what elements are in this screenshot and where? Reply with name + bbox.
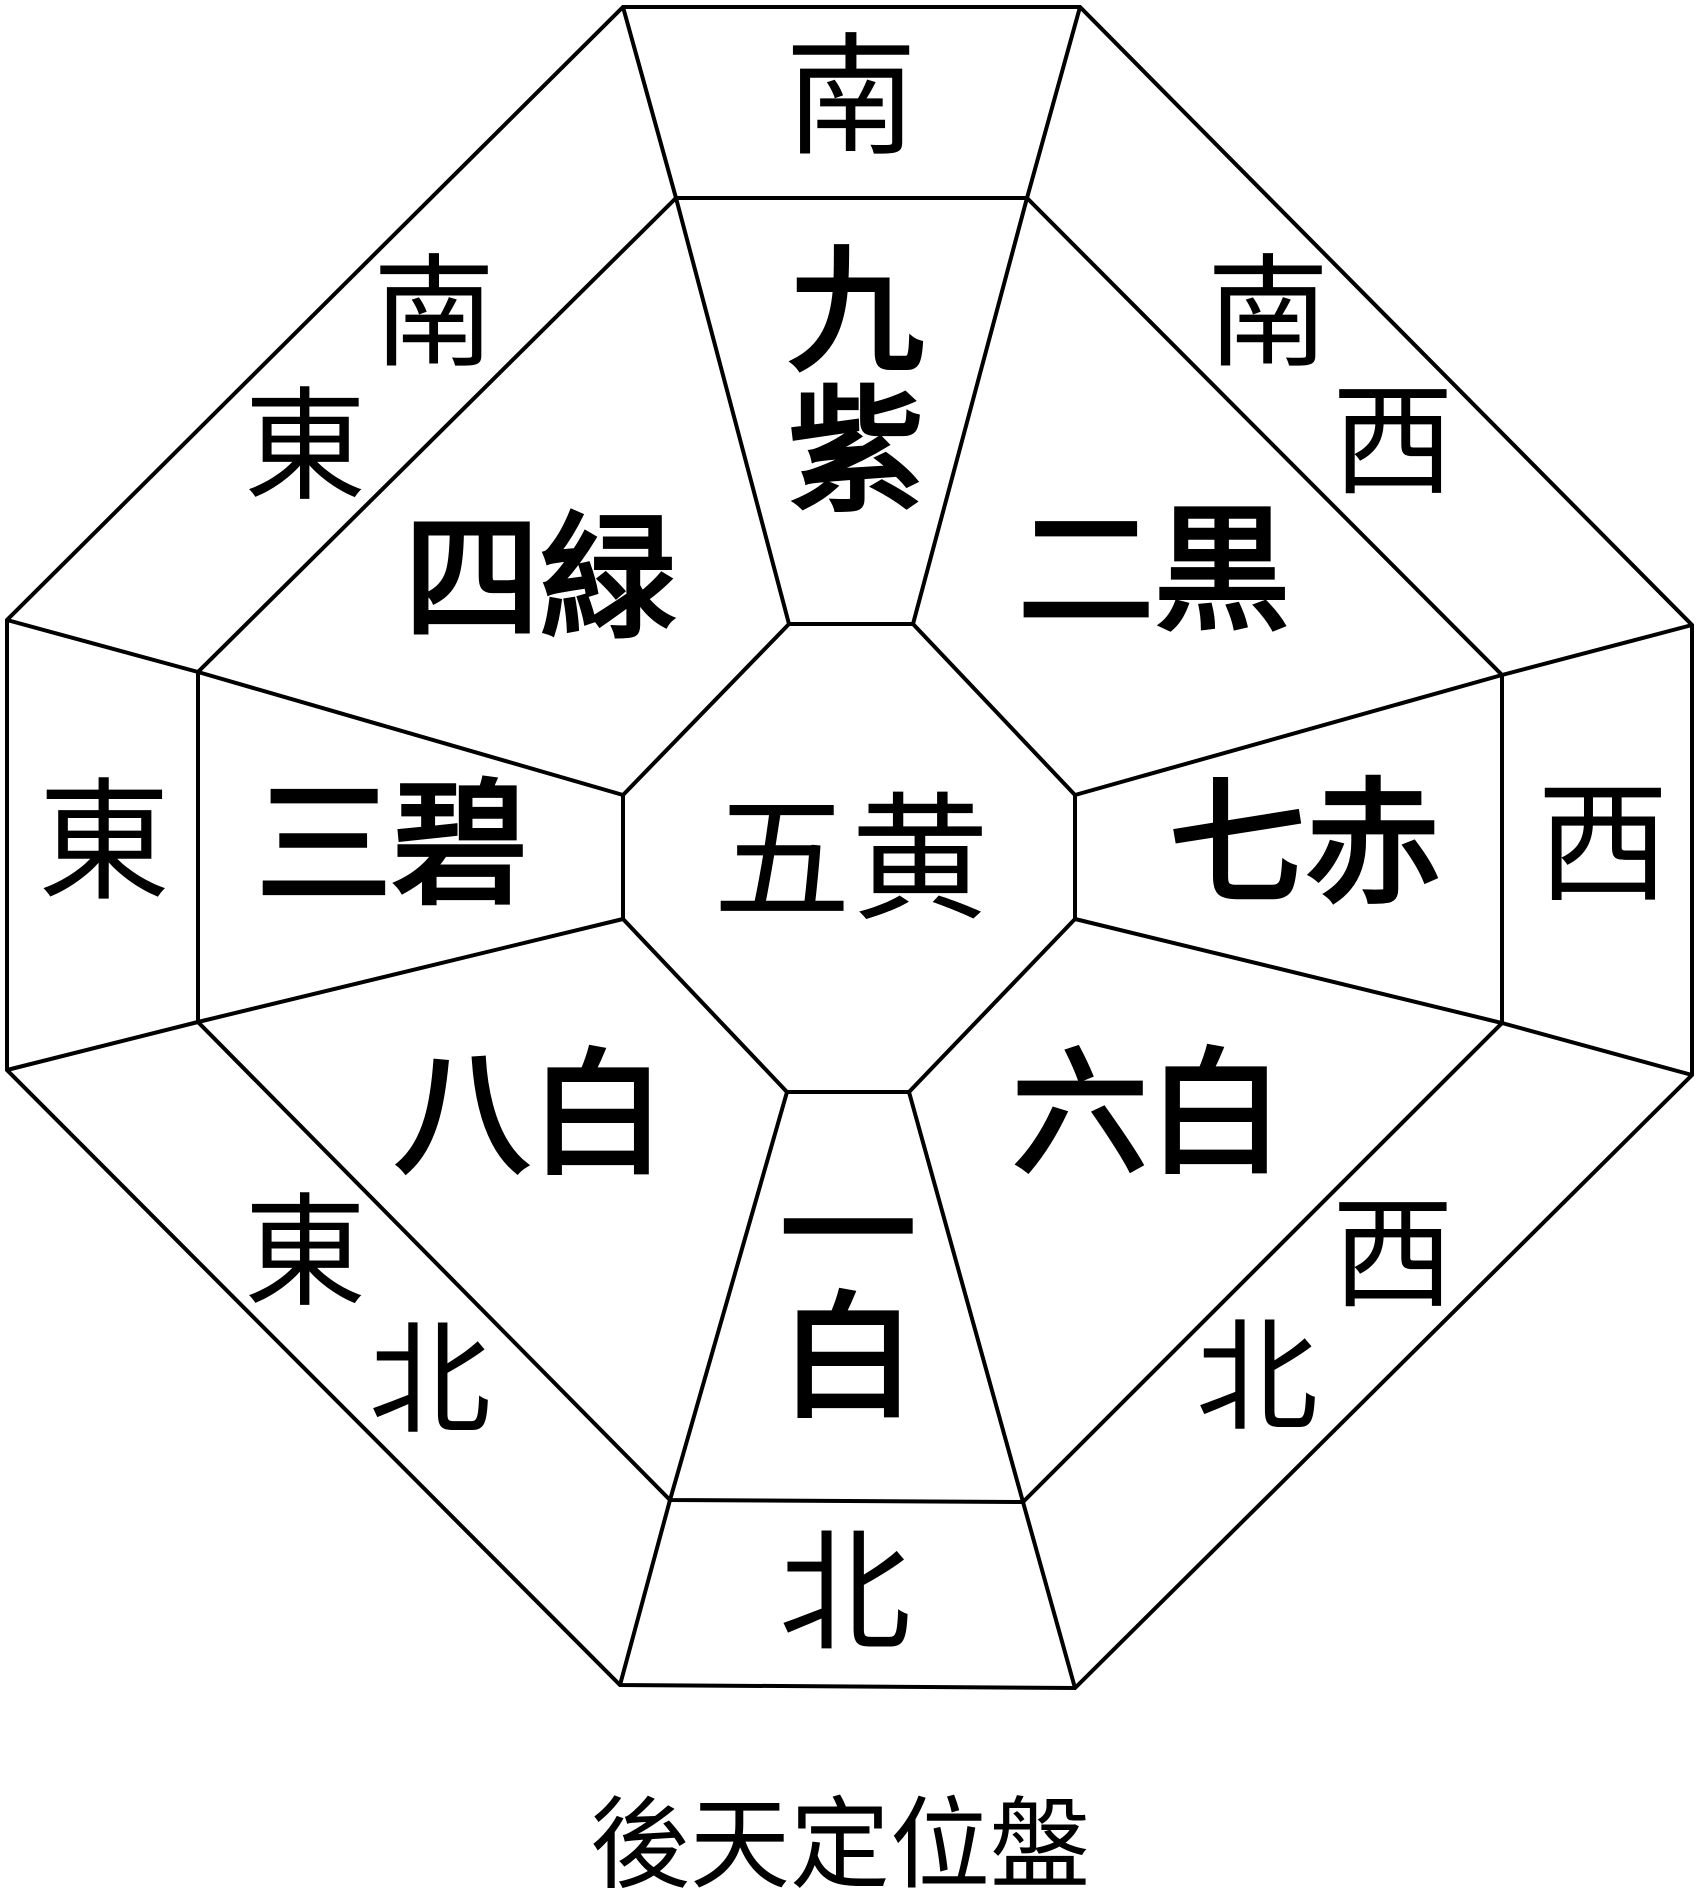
diagram-caption: 後天定位盤 — [590, 1787, 1090, 1892]
star-northwest: 六白 — [1012, 1034, 1284, 1194]
direction-southwest-south: 南 — [1207, 243, 1329, 385]
star-north-color: 白 — [780, 1278, 916, 1438]
direction-northwest-north: 北 — [1196, 1307, 1318, 1449]
direction-northwest-west: 西 — [1332, 1184, 1454, 1326]
radial-dividers — [6, 6, 1693, 1689]
star-southeast: 四緑 — [404, 499, 677, 659]
direction-northeast-east: 東 — [244, 1182, 366, 1324]
star-west: 七赤 — [1169, 764, 1441, 924]
star-northeast: 八白 — [394, 1035, 666, 1195]
direction-east: 東 — [38, 766, 170, 920]
direction-southeast-south: 南 — [373, 243, 495, 385]
direction-south: 南 — [785, 21, 917, 175]
direction-southwest-west: 西 — [1332, 371, 1454, 513]
center-octagon — [621, 622, 1077, 1094]
direction-west: 西 — [1537, 768, 1669, 922]
star-south-color: 紫 — [788, 372, 924, 532]
star-southwest: 二黒 — [1018, 491, 1290, 651]
star-east: 三碧 — [256, 765, 528, 925]
star-center: 五黄 — [713, 780, 989, 941]
direction-north: 北 — [779, 1517, 911, 1671]
direction-southeast-east: 東 — [244, 376, 366, 518]
direction-northeast-north: 北 — [369, 1310, 491, 1452]
star-north-number: 一 — [780, 1152, 916, 1312]
star-south-number: 九 — [788, 232, 924, 392]
